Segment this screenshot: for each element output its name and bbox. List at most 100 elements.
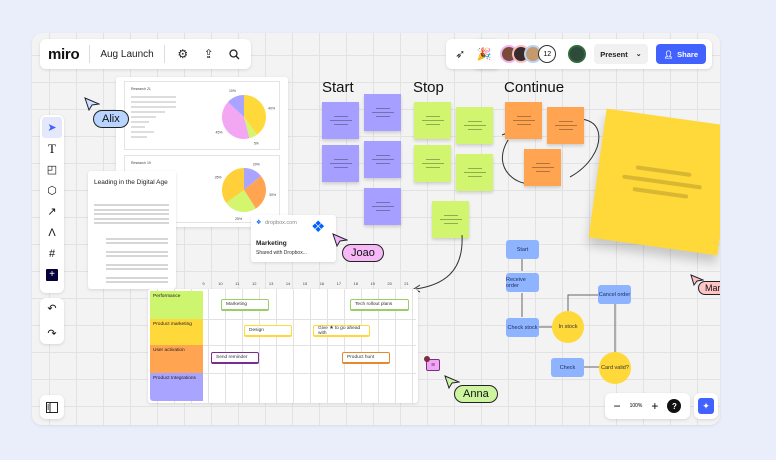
gantt-row-user-activation[interactable]: User activation [150,345,203,373]
collaborator-avatars[interactable]: 12 [500,45,557,63]
dropbox-logo-icon: ❖ [311,219,326,236]
divider [163,45,165,63]
user-icon: 👤︎ [663,49,674,59]
flow-node-check[interactable]: Check [551,358,584,377]
gantt-task[interactable]: Give ★ to go ahead with [313,325,370,337]
zoom-level[interactable]: 100% [629,403,643,409]
board-name[interactable]: Aug Launch [100,48,154,60]
present-button[interactable]: Present ⌄ [594,44,648,64]
gantt-row-performance[interactable]: Performance [150,291,203,319]
sticky-note[interactable] [432,201,469,238]
sticky-note[interactable] [414,102,451,139]
celebrate-icon[interactable]: 🎉 [476,47,492,61]
collaborators-count[interactable]: 12 [538,45,557,63]
frame-tool-icon[interactable]: # [48,247,56,260]
research-card[interactable]: Research 21 40%5%45%10% [124,81,280,150]
document-card[interactable]: Leading in the Digital Age [88,171,176,289]
pen-tool-icon[interactable]: Λ [48,226,56,239]
more-tools-icon[interactable]: + [42,264,62,285]
comment-icon[interactable]: ≡ [426,359,440,371]
cursor-pointer-icon [332,233,348,247]
gantt-column-label: 14 [285,281,291,286]
gantt-task[interactable]: Marketing [221,299,269,311]
sticky-note[interactable] [524,149,561,186]
ai-assist-button[interactable]: ✦ [694,393,718,419]
current-user-avatar[interactable] [568,45,587,63]
sticky-note[interactable] [364,141,401,178]
redo-icon[interactable]: ↷ [47,328,57,340]
cursor-reactions-icon[interactable]: ➶ [455,47,466,61]
gantt-column-label: 13 [268,281,274,286]
text-placeholder-lines [131,96,176,138]
upload-icon[interactable]: ⇪ [203,47,214,61]
pie-slice-label: 45% [216,130,223,134]
flowchart-connectors [521,259,616,368]
shapes-tool-icon[interactable]: ⬡ [47,185,57,197]
gantt-row-divider [203,373,416,374]
share-label: Share [677,49,698,59]
select-tool-icon[interactable]: ➤ [42,117,62,138]
share-button[interactable]: 👤︎ Share [655,44,706,64]
flow-node-receive-order[interactable]: Receive order [506,273,539,292]
board-panel-toggle[interactable] [40,395,64,419]
settings-icon[interactable]: ⚙ [177,47,189,61]
pie-slice-label: 5% [254,142,259,146]
gantt-column-label: 18 [353,281,358,286]
research-title: Research 19 [131,161,151,165]
sparkle-icon: ✦ [698,398,714,414]
gantt-task[interactable]: Design [244,325,292,337]
retro-stop-label: Stop [413,79,444,96]
pie-slice-label: 30% [269,193,276,197]
gantt-task[interactable]: Tech rollout plans [350,299,409,311]
chevron-down-icon[interactable]: ⌄ [635,51,642,58]
gantt-column-label: 16 [319,281,325,286]
search-icon[interactable] [227,46,243,62]
pie-chart: 40%5%45%10% [216,89,276,146]
undo-icon[interactable]: ↶ [47,303,57,315]
help-button[interactable]: ? [667,399,682,413]
pie-slice [244,175,266,209]
pie-slice [222,101,250,139]
research-title: Research 21 [131,87,151,91]
sticky-note[interactable] [456,107,493,144]
gantt-row-divider [203,319,416,320]
gantt-row-product-marketing[interactable]: Product marketing [150,319,203,345]
cursor-label-joao: Joao [342,244,384,262]
sticky-note-tool-icon[interactable]: ◰ [46,164,58,176]
connector-tool-icon[interactable]: ↗ [47,206,57,218]
sticky-note[interactable] [364,94,401,131]
dropbox-brand: dropbox.com [265,220,297,226]
research-card[interactable]: Research 19 20%30%25%35% [124,155,280,223]
sticky-note[interactable] [547,107,584,144]
document-body-lines [94,204,169,224]
sticky-note[interactable] [414,145,451,182]
board-header: miro Aug Launch ⚙ ⇪ [40,39,251,69]
zoom-in-button[interactable]: + [651,399,659,413]
flow-node-check-stock[interactable]: Check stock [506,318,539,337]
cursor-pointer-icon [444,375,460,389]
zoom-out-button[interactable]: − [613,399,621,413]
flow-node-in-stock[interactable]: In stock [552,311,584,343]
sticky-note[interactable] [322,145,359,182]
flow-node-start[interactable]: Start [506,240,539,259]
board-canvas[interactable]: miro Aug Launch ⚙ ⇪ ➶ 🎉 12 Present ⌄ 👤︎ … [32,33,720,425]
research-frame[interactable]: Research 21 40%5%45%10% Research 19 20%3… [116,77,288,227]
dropbox-card[interactable]: ❖ dropbox.com ❖ Marketing Shared with Dr… [251,215,336,262]
sidebar-icon [46,401,58,413]
text-tool-icon[interactable]: T [48,140,56,156]
gantt-task[interactable]: Send reminder [211,352,259,364]
flow-node-cancel-order[interactable]: Cancel order [598,285,631,304]
sticky-note[interactable] [456,154,493,191]
document-title: Leading in the Digital Age [94,179,168,186]
flow-node-card-valid[interactable]: Card valid? [599,352,631,384]
miro-logo[interactable]: miro [48,45,80,63]
sticky-note[interactable] [505,102,542,139]
sticky-note[interactable] [364,188,401,225]
gantt-task[interactable]: Product hunt [342,352,390,364]
gantt-row-product-integrations[interactable]: Product Integrations [150,373,203,401]
dropbox-file-subtitle: Shared with Dropbox... [256,250,307,256]
sticky-note[interactable] [322,102,359,139]
pie-slice [227,95,244,117]
gantt-chart[interactable]: Performance Product marketing User activ… [148,289,418,403]
